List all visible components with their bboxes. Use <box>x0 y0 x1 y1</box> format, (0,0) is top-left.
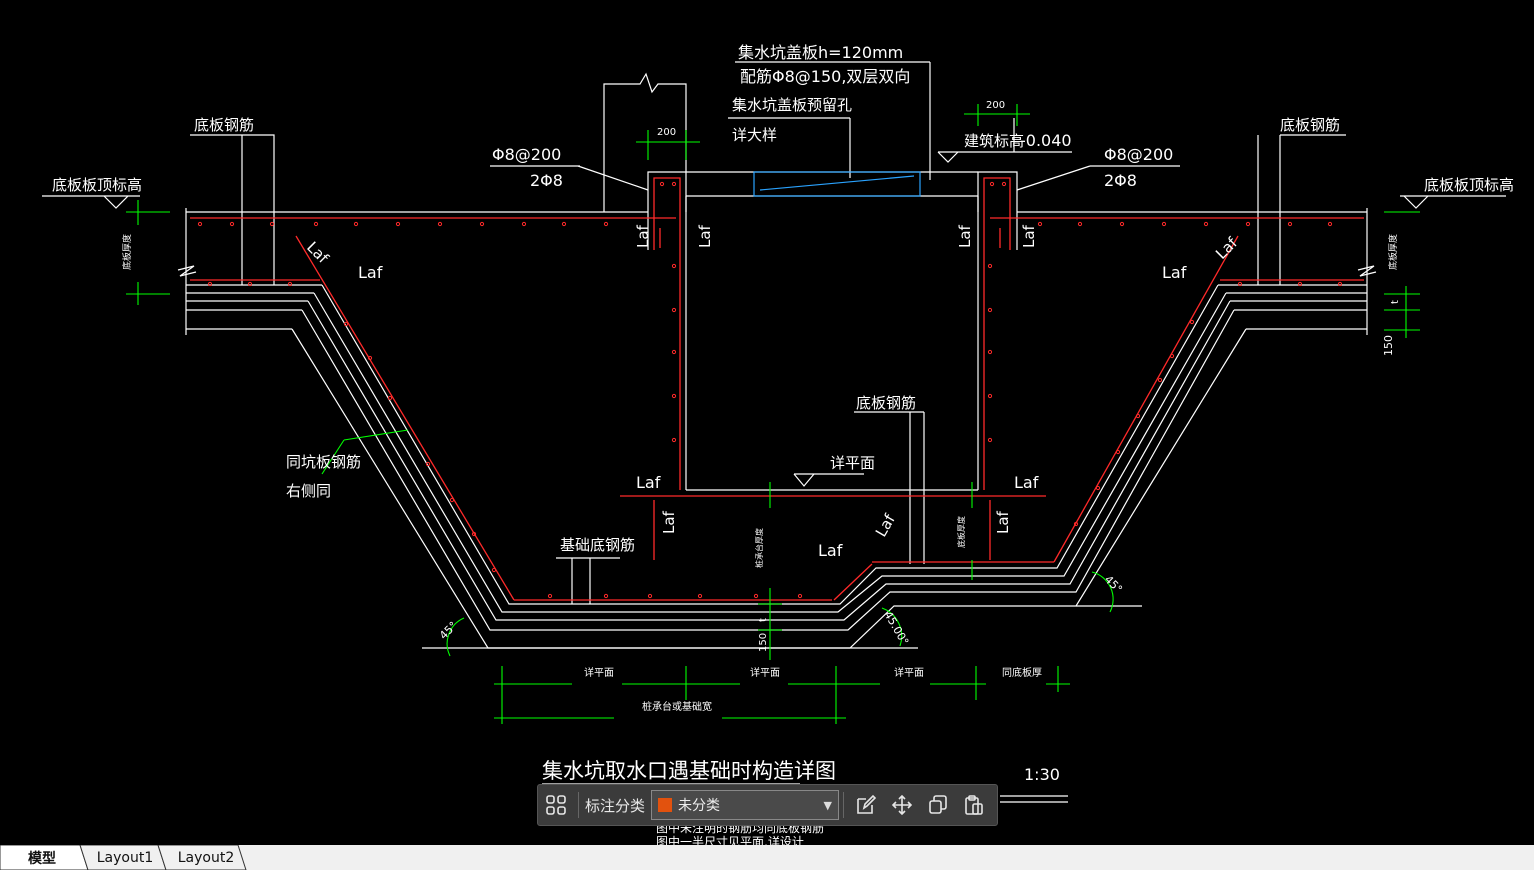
group-icon <box>546 795 566 815</box>
move-button[interactable] <box>884 787 920 823</box>
edit-icon <box>857 794 877 814</box>
dim-see-plan-3: 详平面 <box>894 666 924 679</box>
category-color-swatch <box>658 798 673 812</box>
see-plan-mid-label: 详平面 <box>830 454 875 472</box>
group-button[interactable] <box>538 787 574 823</box>
bottom-t-label: t <box>758 618 769 622</box>
right-t-label: t <box>1390 300 1401 304</box>
dim-see-plan-1: 详平面 <box>584 666 614 679</box>
right-slab-top-elev-label: 底板板顶标高 <box>1424 176 1514 194</box>
toolbar-separator <box>843 792 845 818</box>
left-bars-label: 2Φ8 <box>530 171 563 190</box>
dim-200-right: 200 <box>986 100 1005 111</box>
toolbar-separator <box>578 792 579 818</box>
tab-shapes <box>0 845 247 870</box>
drawing-title: 集水坑取水口遇基础时构造详图 <box>542 759 836 783</box>
paste-icon <box>965 795 983 815</box>
laf-label: Laf <box>1014 473 1039 492</box>
laf-label: Laf <box>358 263 383 282</box>
laf-label: Laf <box>660 510 678 534</box>
cover-rebar-label: 配筋Φ8@150,双层双向 <box>740 67 910 86</box>
canvas-background <box>0 0 1534 845</box>
right-150-label: 150 <box>1382 335 1395 356</box>
right-rebar-top-label: 底板钢筋 <box>1280 116 1340 134</box>
slab-thickness-mid-label: 底板厚度 <box>956 516 966 548</box>
copy-button[interactable] <box>920 787 956 823</box>
laf-label: Laf <box>696 224 714 248</box>
right-slab-thickness: 底板厚度 <box>1387 234 1399 270</box>
tab-model[interactable]: 模型 <box>28 850 56 867</box>
right-same-label: 右侧同 <box>286 482 331 500</box>
left-stirrup-label: Φ8@200 <box>492 145 561 164</box>
mid-rebar-label: 底板钢筋 <box>856 394 916 412</box>
drawing-scale: 1:30 <box>1024 765 1060 784</box>
laf-label: Laf <box>994 510 1012 534</box>
cover-hole <box>753 171 921 197</box>
tab-layout1[interactable]: Layout1 <box>96 849 154 866</box>
same-as-pit-label: 同坑板钢筋 <box>286 453 361 471</box>
paste-button[interactable] <box>956 787 992 823</box>
cad-drawing[interactable]: 集水坑盖板h=120mm 配筋Φ8@150,双层双向 集水坑盖板预留孔 详大样 … <box>0 0 1534 845</box>
dimension-lines <box>126 104 1420 724</box>
tab-layout2[interactable]: Layout2 <box>177 849 235 866</box>
laf-label: Laf <box>956 224 974 248</box>
right-stirrup-label: Φ8@200 <box>1104 145 1173 164</box>
bottom-150-label: 150 <box>758 633 769 652</box>
left-slab-top-elev-label: 底板板顶标高 <box>52 176 142 194</box>
copy-icon <box>929 795 947 814</box>
building-elev-label: 建筑标高 <box>964 132 1024 150</box>
dim-see-plan-2: 详平面 <box>750 666 780 679</box>
layout-tab-bar: 模型 Layout1 Layout2 <box>0 845 1534 870</box>
rebar-lines <box>190 177 1364 601</box>
left-rebar-top-label: 底板钢筋 <box>194 116 254 134</box>
annotation-toolbar: 标注分类 未分类 ▼ <box>537 784 998 826</box>
category-select-value: 未分类 <box>678 798 721 814</box>
pile-cap-thickness-label: 桩承台厚度 <box>754 528 764 568</box>
dim-200-left: 200 <box>657 127 676 138</box>
edit-button[interactable] <box>848 787 884 823</box>
cover-hole-label: 集水坑盖板预留孔 <box>732 96 852 114</box>
laf-label: Laf <box>1162 263 1187 282</box>
rebar-dots <box>197 181 1343 599</box>
cover-thickness-label: 集水坑盖板h=120mm <box>738 43 903 62</box>
elev-value-label: -0.040 <box>1020 131 1072 150</box>
left-slab-thickness: 底板厚度 <box>121 234 133 270</box>
detail-label: 详大样 <box>732 126 777 144</box>
drawing-canvas[interactable]: 集水坑盖板h=120mm 配筋Φ8@150,双层双向 集水坑盖板预留孔 详大样 … <box>0 0 1534 845</box>
laf-label: Laf <box>634 224 652 248</box>
laf-label: Laf <box>636 473 661 492</box>
right-bars-label: 2Φ8 <box>1104 171 1137 190</box>
move-icon <box>891 794 913 816</box>
note-line-2: 图中一半尺寸见平面,详设计 <box>656 834 804 845</box>
dim-same-slab: 同底板厚 <box>1002 666 1042 679</box>
laf-label: Laf <box>818 541 843 560</box>
chevron-down-icon: ▼ <box>823 798 833 812</box>
dim-cap-width: 桩承台或基础宽 <box>642 700 712 713</box>
drawing-labels: 集水坑盖板h=120mm 配筋Φ8@150,双层双向 集水坑盖板预留孔 详大样 … <box>52 43 1514 845</box>
category-select[interactable]: 未分类 ▼ <box>651 790 840 820</box>
category-label: 标注分类 <box>585 796 646 815</box>
foundation-rebar-label: 基础底钢筋 <box>560 536 635 554</box>
laf-label: Laf <box>1020 224 1038 248</box>
